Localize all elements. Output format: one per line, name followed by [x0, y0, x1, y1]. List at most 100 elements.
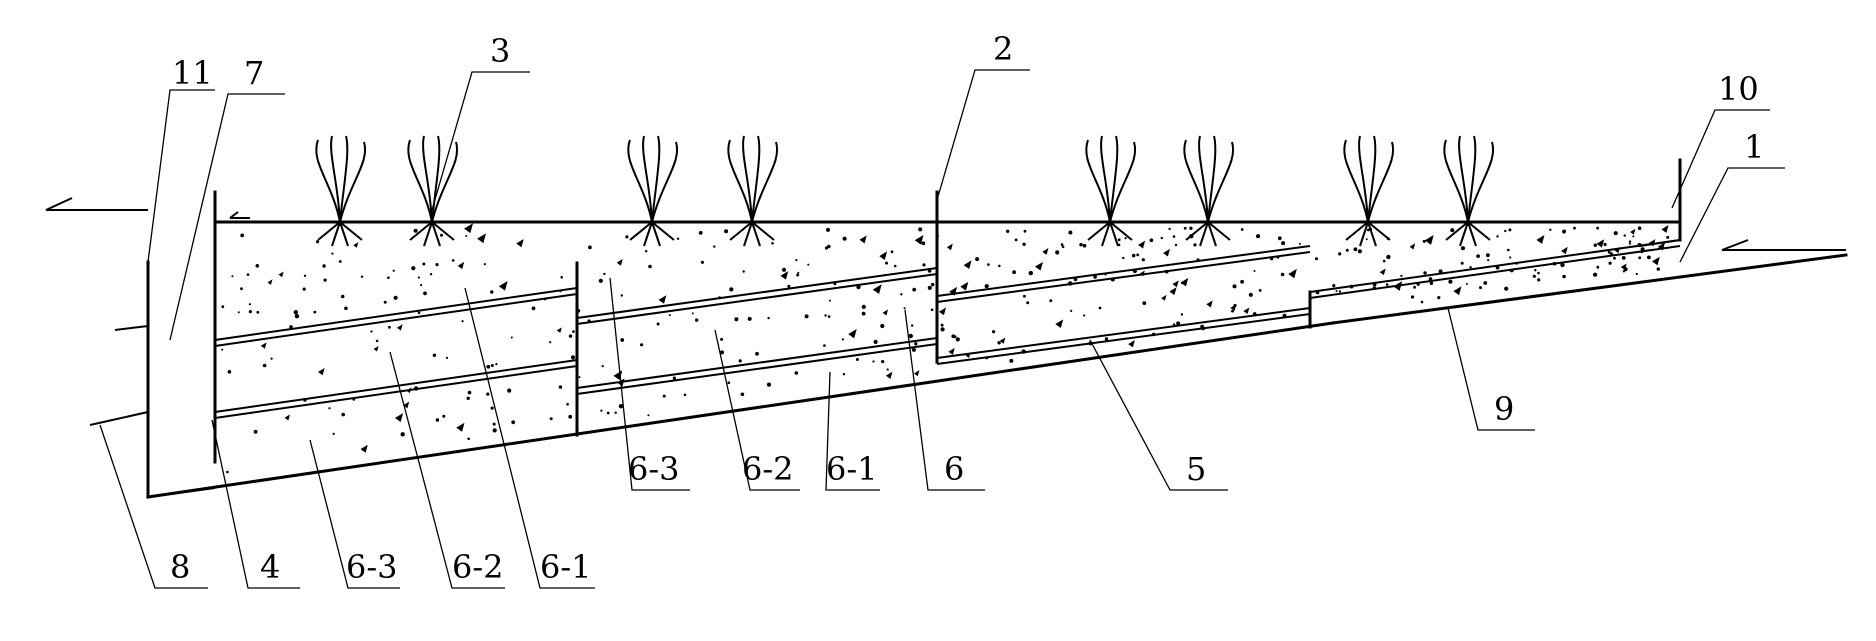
gravel-dot-icon — [303, 274, 307, 277]
gravel-dot-icon — [984, 284, 989, 289]
gravel-dot-icon — [842, 236, 847, 241]
gravel-dot-icon — [824, 314, 827, 317]
gravel-dot-icon — [908, 333, 913, 339]
gravel-dot-icon — [1193, 243, 1197, 247]
gravel-dot-icon — [656, 322, 660, 326]
gravel-dot-icon — [558, 385, 563, 389]
gravel-dot-icon — [600, 409, 603, 412]
gravel-dot-icon — [914, 235, 924, 245]
gravel-dot-icon — [420, 284, 423, 287]
gravel-dot-icon — [1422, 239, 1426, 243]
gravel-dot-icon — [417, 311, 421, 315]
gravel-dot-icon — [400, 432, 405, 437]
gravel-dot-icon — [955, 337, 960, 342]
gravel-dot-icon — [417, 276, 420, 279]
plant-icon — [726, 135, 779, 247]
label-6-1-bottom: 6-1 — [540, 548, 592, 586]
gravel-dot-icon — [601, 365, 604, 368]
structure — [89, 158, 1848, 499]
gravel-dot-icon — [1253, 270, 1256, 272]
gravel-dot-icon — [946, 243, 953, 251]
gravel-dot-icon — [1161, 294, 1167, 301]
gravel-dot-icon — [841, 338, 845, 341]
gravel-dot-icon — [360, 275, 364, 278]
gravel-dot-icon — [490, 364, 494, 367]
gravel-dot-icon — [1424, 235, 1434, 245]
gravel-dot-icon — [394, 413, 404, 423]
gravel-dot-icon — [1460, 261, 1464, 265]
gravel-dot-icon — [740, 392, 745, 397]
label-1: 1 — [1744, 128, 1764, 166]
label-6-1-mid: 6-1 — [826, 450, 878, 488]
gravel-dot-icon — [885, 261, 889, 265]
gravel-dot-icon — [647, 414, 650, 417]
gravel-dot-icon — [344, 306, 348, 311]
gravel-dot-icon — [1379, 268, 1386, 276]
gravel-dot-icon — [1082, 243, 1087, 248]
gravel-dot-icon — [922, 263, 926, 267]
gravel-dot-icon — [1596, 226, 1599, 230]
gravel-dot-icon — [1128, 340, 1135, 348]
gravel-dot-icon — [435, 263, 439, 267]
gravel-dot-icon — [1183, 226, 1187, 230]
gravel-dot-icon — [1243, 307, 1250, 315]
gravel-dot-icon — [848, 328, 857, 339]
gravel-dot-icon — [713, 245, 716, 248]
gravel-dot-icon — [1022, 242, 1026, 246]
gravel-dot-icon — [794, 371, 799, 375]
gravel-dot-icon — [918, 227, 923, 232]
gravel-dot-icon — [614, 411, 617, 414]
layer-sep-s1-upper-b — [214, 293, 578, 347]
fill-media-texture — [221, 223, 1670, 474]
plant-icon — [406, 135, 459, 247]
gravel-dot-icon — [262, 363, 267, 368]
label-7: 7 — [244, 54, 264, 92]
gravel-dot-icon — [921, 241, 926, 246]
gravel-dot-icon — [457, 261, 465, 270]
gravel-dot-icon — [323, 278, 327, 282]
gravel-dot-icon — [766, 382, 772, 387]
gravel-dot-icon — [1661, 225, 1669, 233]
gravel-dot-icon — [451, 259, 455, 262]
gravel-dot-icon — [796, 273, 800, 277]
gravel-dot-icon — [1169, 287, 1177, 296]
gravel-dot-icon — [1168, 227, 1171, 231]
gravel-dot-icon — [383, 300, 387, 304]
gravel-dot-icon — [1607, 250, 1611, 254]
gravel-dot-icon — [807, 263, 810, 266]
gravel-dot-icon — [658, 295, 667, 304]
leader-lines — [99, 69, 1785, 589]
gravel-dot-icon — [873, 339, 878, 344]
gravel-dot-icon — [1280, 272, 1285, 277]
gravel-dot-icon — [1563, 229, 1566, 233]
gravel-dot-icon — [881, 360, 885, 364]
gravel-dot-icon — [1174, 243, 1178, 247]
label-2: 2 — [993, 30, 1013, 68]
layer-sep-s3-lower-b — [936, 313, 1311, 365]
gravel-dot-icon — [1149, 238, 1154, 242]
gravel-dot-icon — [1438, 269, 1443, 274]
gravel-dot-icon — [1079, 243, 1083, 247]
gravel-dot-icon — [432, 353, 437, 357]
gravel-dot-icon — [278, 271, 284, 278]
gravel-dot-icon — [1141, 258, 1145, 262]
gravel-dot-icon — [466, 396, 470, 400]
gravel-dot-icon — [1632, 235, 1635, 238]
gravel-dot-icon — [1635, 272, 1638, 276]
gravel-dot-icon — [1117, 238, 1121, 242]
gravel-dot-icon — [1536, 235, 1545, 244]
gravel-dot-icon — [1450, 228, 1455, 233]
label-5: 5 — [1186, 450, 1206, 488]
gravel-dot-icon — [490, 406, 494, 410]
gravel-dot-icon — [1593, 272, 1598, 277]
gravel-dot-icon — [313, 310, 317, 314]
gravel-dot-icon — [1345, 248, 1349, 252]
gravel-dot-icon — [1537, 278, 1541, 282]
gravel-dot-icon — [787, 284, 791, 288]
gravel-dot-icon — [767, 316, 770, 320]
gravel-dot-icon — [672, 376, 677, 380]
gravel-dot-icon — [1028, 270, 1034, 276]
gravel-dot-icon — [1509, 256, 1512, 259]
label-3: 3 — [490, 32, 510, 70]
plant-icon — [1342, 135, 1395, 247]
